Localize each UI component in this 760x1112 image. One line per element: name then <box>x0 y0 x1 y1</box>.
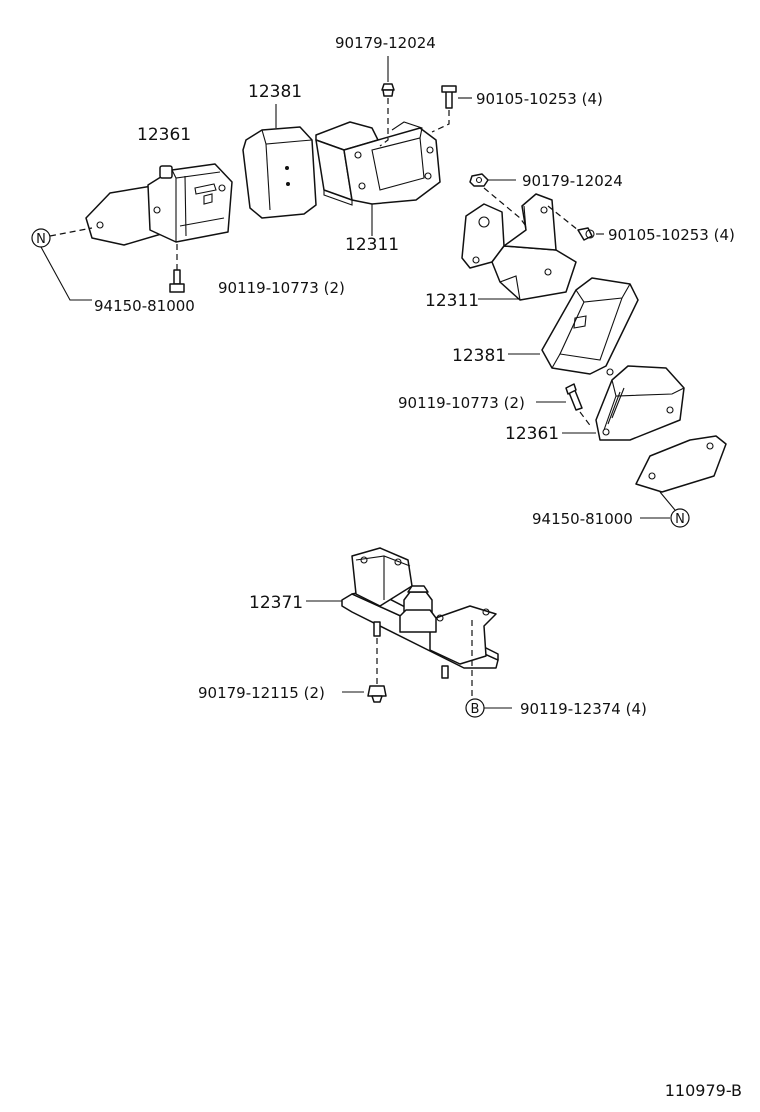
label-90105-10253-upper: 90105-10253 (4) <box>476 90 603 108</box>
bolt-90119-10773-right <box>565 383 593 429</box>
label-94150-81000-right: 94150-81000 <box>532 510 633 528</box>
marker-n-right: N <box>640 508 690 528</box>
nut-90179-12115 <box>342 638 387 703</box>
label-94150-81000-left: 94150-81000 <box>94 297 195 315</box>
label-90179-12024-upper: 90179-12024 <box>335 34 436 52</box>
stopper-12381-upper <box>242 104 317 219</box>
marker-n-right-text: N <box>675 512 685 527</box>
label-12381-upper: 12381 <box>248 82 302 102</box>
insulator-plate-right <box>635 435 727 511</box>
engine-mount-insulator-left <box>147 163 233 243</box>
nut-90179-12024-upper <box>379 56 395 147</box>
marker-n-left-text: N <box>36 232 46 247</box>
label-90119-10773-right: 90119-10773 (2) <box>398 394 525 412</box>
bracket-12311-upper <box>315 121 441 236</box>
label-90105-10253-right: 90105-10253 (4) <box>608 226 735 244</box>
bracket-12311-right <box>461 193 577 301</box>
label-90179-12115: 90179-12115 (2) <box>198 684 325 702</box>
marker-n-left: N <box>31 227 93 301</box>
label-12311-upper: 12311 <box>345 235 399 255</box>
bolt-90105-10253-right <box>547 205 604 241</box>
diagram-code: 110979-B <box>665 1081 742 1100</box>
label-12311-right: 12311 <box>425 291 479 311</box>
marker-b-text: B <box>471 702 480 717</box>
label-12371: 12371 <box>249 593 303 613</box>
stopper-12381-right <box>541 277 639 375</box>
bolt-90105-10253-upper <box>431 85 472 133</box>
label-12361-right: 12361 <box>505 424 559 444</box>
label-12381-right: 12381 <box>452 346 506 366</box>
label-90119-10773-left: 90119-10773 (2) <box>218 279 345 297</box>
rear-mount-insulator-12371 <box>306 547 499 679</box>
label-90119-12374: 90119-12374 (4) <box>520 700 647 718</box>
label-90179-12024-right: 90179-12024 <box>522 172 623 190</box>
label-12361-left: 12361 <box>137 125 191 145</box>
engine-mount-insulator-right <box>595 365 685 441</box>
marker-b: B <box>465 620 512 718</box>
bolt-90119-10773-left <box>169 244 185 293</box>
